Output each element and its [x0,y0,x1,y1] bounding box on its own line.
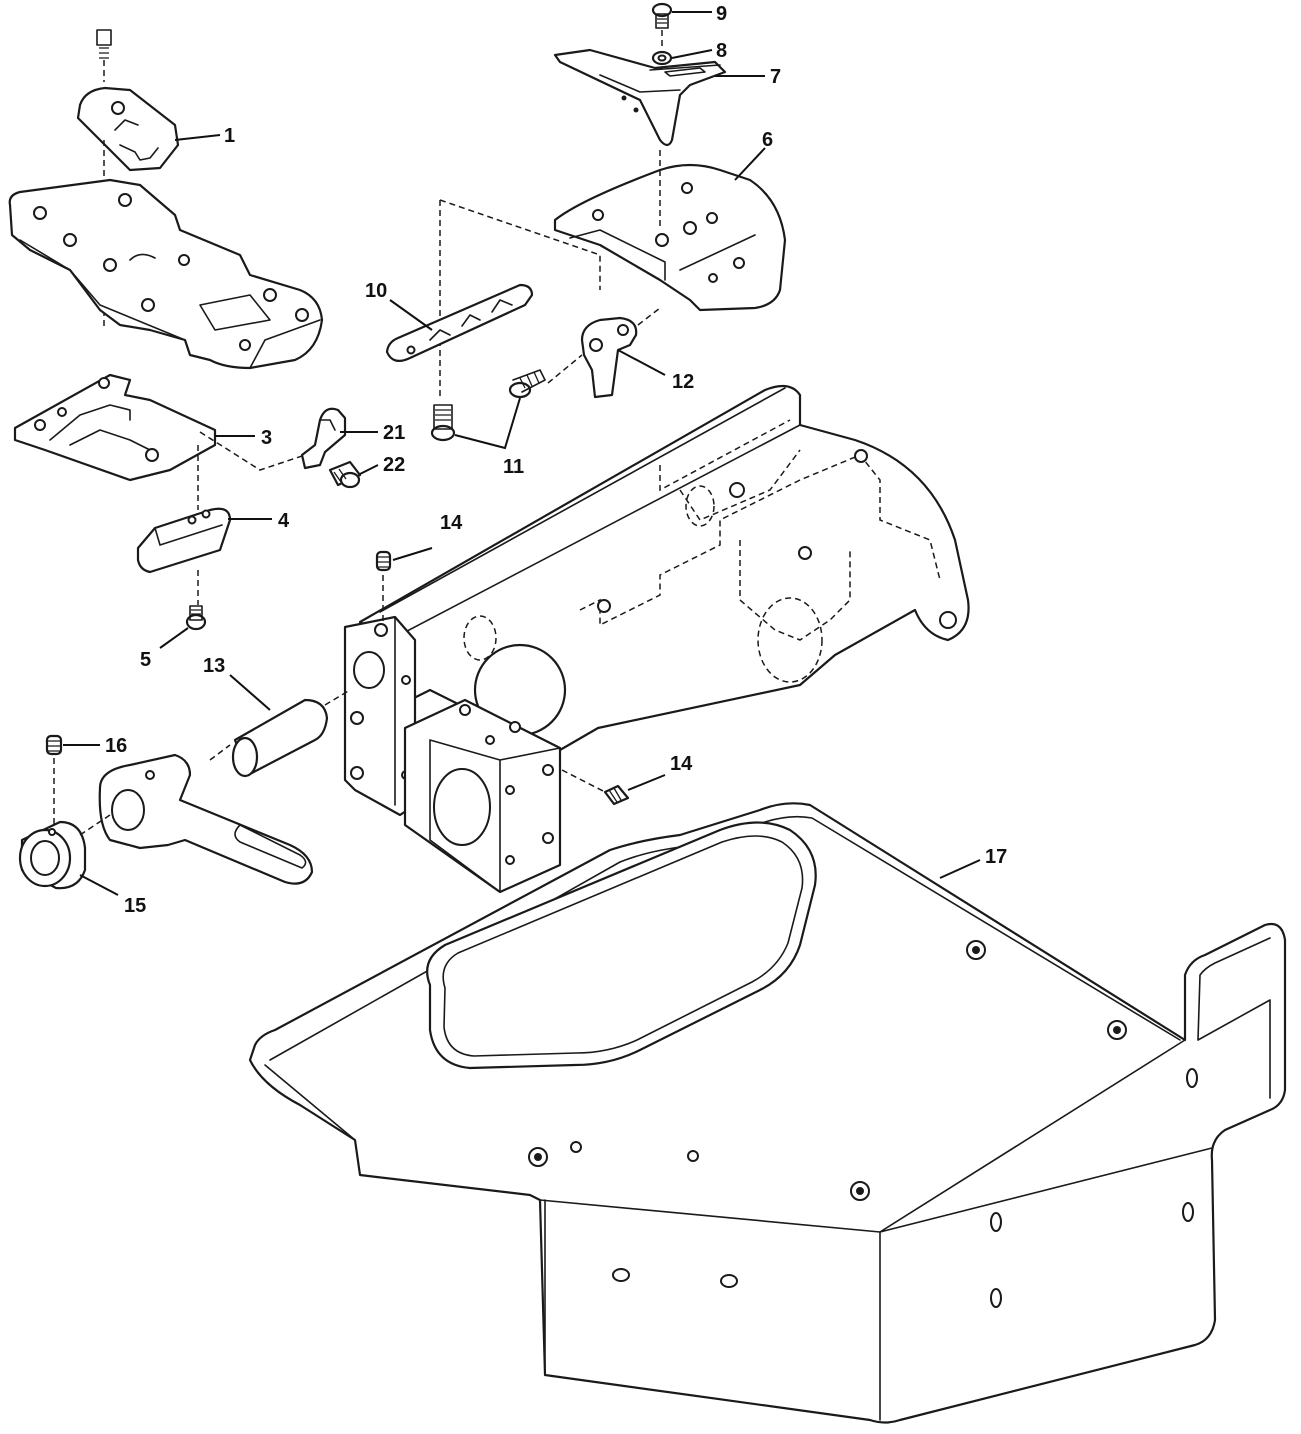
leader-8 [671,49,713,59]
part-13-pin [231,689,351,778]
callout-15: 15 [124,895,146,917]
part-4-guide [136,507,232,605]
callout-3: 3 [261,427,272,449]
leader-1 [174,134,221,141]
part-8-washer [651,50,673,66]
throat-plate [8,178,324,370]
leader-13 [229,674,271,711]
callout-14b: 14 [670,753,693,775]
callout-8: 8 [716,40,727,62]
part-12-lever [547,307,661,399]
callout-4: 4 [278,510,290,532]
leader-15 [79,874,119,896]
part-22-screw [328,460,362,489]
callout-9: 9 [716,3,727,25]
callout-11: 11 [503,456,524,478]
leader-14b [627,774,666,791]
part-9-screw [651,2,673,48]
leader-22 [359,464,379,475]
main-housing [343,384,970,894]
part-21-thread-guide [300,407,347,470]
part-15-collar [18,820,87,890]
part-1-small-plate [76,29,180,330]
callout-12: 12 [672,371,694,393]
callout-7: 7 [770,66,781,88]
part-3-feed-plate [13,373,321,510]
base-cover-holes [528,940,1198,1308]
leader-6 [734,147,766,181]
leader-14a [392,547,433,561]
callout-1: 1 [224,125,235,147]
leader-12 [617,349,666,376]
callout-10: 10 [365,280,387,302]
part-17-base-cover [248,802,1287,1424]
leader-lines [63,11,981,896]
part-11-screw-a [430,404,456,442]
leader-17 [939,859,981,879]
part-6-cover-plate [439,150,787,400]
callout-16: 16 [105,735,127,757]
part-7-bracket [553,48,727,147]
leader-5 [159,627,189,649]
leader-11 [454,397,521,450]
part-14-set-screw-a [375,550,392,625]
part-14-set-screw-b [561,769,630,806]
part-11-screw-b [508,369,546,399]
part-16-set-screw [45,734,63,825]
callout-13: 13 [203,655,225,677]
callout-14a: 14 [440,512,463,534]
part-10-spring-plate [385,283,534,363]
callout-22: 22 [383,454,405,476]
part-5-screw [185,605,207,631]
callout-labels: 1 3 4 5 6 7 8 9 10 11 12 13 14 14 15 16 … [105,3,1007,917]
leader-10 [389,299,433,331]
crank-arm [79,744,314,885]
callout-6: 6 [762,129,773,151]
callout-21: 21 [383,422,405,444]
callout-5: 5 [140,649,151,671]
callout-17: 17 [985,846,1007,868]
